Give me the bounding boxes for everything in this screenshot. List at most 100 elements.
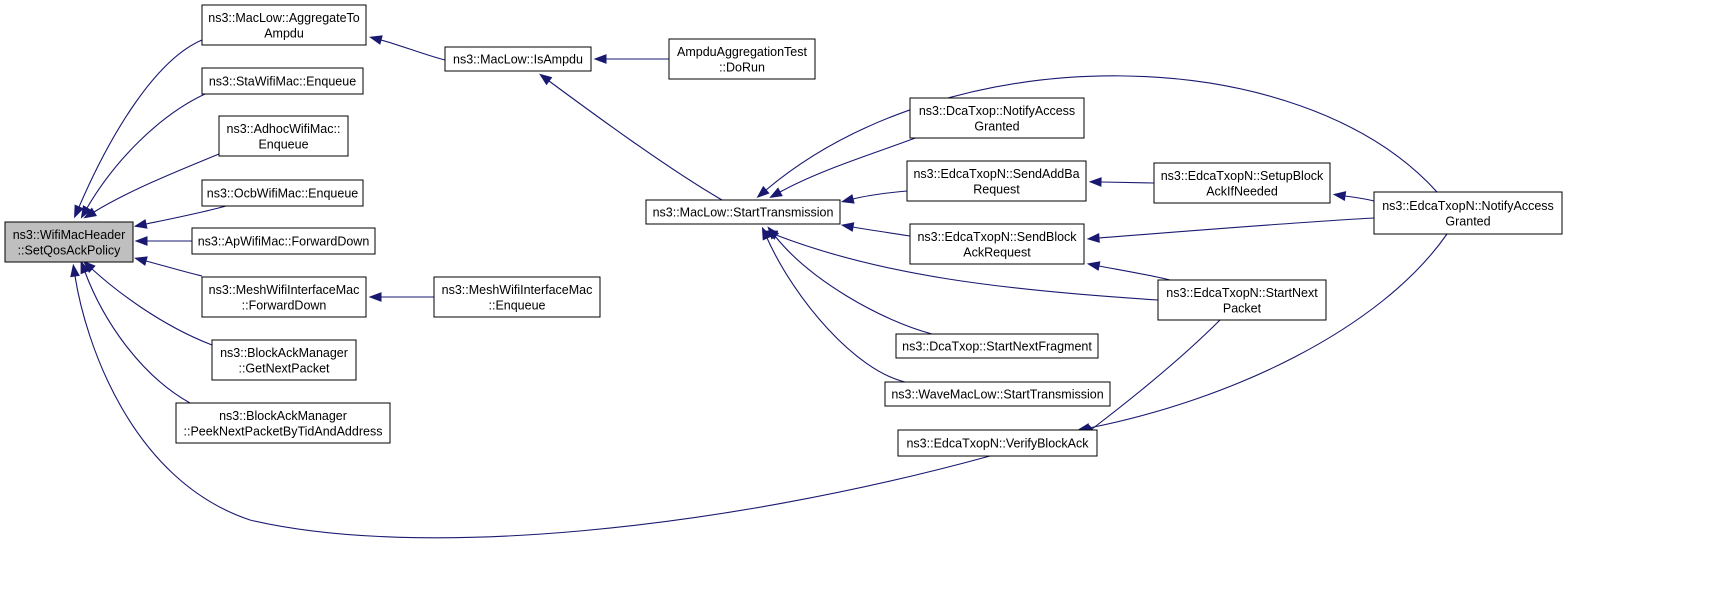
arrowhead-icon <box>368 292 382 302</box>
node-label-line: ns3::EdcaTxopN::SendBlock <box>917 230 1077 244</box>
edge-apForwardDown-to-root <box>134 236 192 246</box>
arrowhead-icon <box>80 205 92 219</box>
edge-edcaNextPacket-to-startTx <box>764 230 1159 301</box>
arrowhead-icon <box>82 260 96 273</box>
arrowhead-icon <box>593 54 607 64</box>
node-label-line: ns3::MacLow::AggregateTo <box>208 11 360 25</box>
edge-line <box>380 39 446 61</box>
edge-line <box>766 237 906 383</box>
arrowhead-icon <box>1332 191 1347 201</box>
node-label-line: ns3::EdcaTxopN::SendAddBa <box>913 167 1079 181</box>
node-label-line: ::Enqueue <box>489 298 546 312</box>
node-adhocEnqueue[interactable]: ns3::AdhocWifiMac::Enqueue <box>218 115 349 157</box>
node-label-line: Granted <box>1445 214 1490 228</box>
node-dcaNextFrag[interactable]: ns3::DcaTxop::StartNextFragment <box>895 333 1099 359</box>
arrowhead-icon <box>133 219 148 229</box>
edge-isAmpdu-to-aggregateToAmpdu <box>369 35 446 61</box>
edge-line <box>93 153 220 213</box>
edge-sendAddBa-to-startTx <box>840 190 908 204</box>
nodes-layer: ns3::WifiMacHeader::SetQosAckPolicyns3::… <box>4 4 1563 457</box>
node-box <box>201 4 367 46</box>
node-box <box>4 221 134 263</box>
node-label-line: ns3::StaWifiMac::Enqueue <box>209 75 356 89</box>
edge-line <box>775 234 1159 301</box>
node-bamGetNext[interactable]: ns3::BlockAckManager::GetNextPacket <box>211 339 357 381</box>
edge-bamPeek-to-root <box>80 260 191 404</box>
edge-line <box>774 235 933 335</box>
node-label-line: ns3::MacLow::IsAmpdu <box>453 53 583 67</box>
node-label-line: ns3::DcaTxop::NotifyAccess <box>919 104 1075 118</box>
edge-line <box>548 80 723 201</box>
node-box <box>218 115 349 157</box>
node-meshForwardDown[interactable]: ns3::MeshWifiInterfaceMac::ForwardDown <box>201 276 367 318</box>
node-label-line: ns3::BlockAckManager <box>220 346 348 360</box>
node-isAmpdu[interactable]: ns3::MacLow::IsAmpdu <box>444 46 592 72</box>
edge-edcaNotify-to-sendBlockAck <box>1086 217 1375 243</box>
edge-edcaNextPacket-to-verifyBlockAck <box>1082 319 1221 437</box>
edge-line <box>1344 195 1375 202</box>
node-label-line: Enqueue <box>258 137 308 151</box>
node-staEnqueue[interactable]: ns3::StaWifiMac::Enqueue <box>201 67 364 95</box>
arrowhead-icon <box>764 230 779 240</box>
node-label-line: ns3::AdhocWifiMac:: <box>227 122 341 136</box>
node-box <box>211 339 357 381</box>
edge-line <box>78 39 203 208</box>
edge-line <box>91 268 213 346</box>
edge-line <box>1098 217 1375 239</box>
node-ocbEnqueue[interactable]: ns3::OcbWifiMac::Enqueue <box>201 179 364 207</box>
edge-dcaNotify-to-startTx <box>769 136 919 198</box>
node-box <box>201 67 364 95</box>
edge-line <box>1098 265 1171 281</box>
node-box <box>909 223 1085 265</box>
edge-adhocEnqueue-to-root <box>83 153 220 219</box>
node-verifyBlockAck[interactable]: ns3::EdcaTxopN::VerifyBlockAck <box>897 429 1098 457</box>
edge-setupBlockAck-to-sendAddBa <box>1088 177 1155 187</box>
arrowhead-icon <box>539 73 553 86</box>
edge-line <box>1088 233 1448 429</box>
node-box <box>1153 162 1331 204</box>
arrowhead-icon <box>134 236 148 246</box>
node-label-line: Ampdu <box>264 26 304 40</box>
node-label-line: ns3::EdcaTxopN::NotifyAccess <box>1382 199 1554 213</box>
edge-dcaNextFrag-to-startTx <box>767 226 933 335</box>
node-label-line: ns3::EdcaTxopN::StartNext <box>1166 286 1318 300</box>
node-box <box>175 402 391 444</box>
node-label-line: ::DoRun <box>719 60 765 74</box>
edge-line <box>74 275 991 539</box>
arrowhead-icon <box>83 207 98 219</box>
node-box <box>895 333 1099 359</box>
node-label-line: AckIfNeeded <box>1206 184 1278 198</box>
node-label-line: ::GetNextPacket <box>238 361 330 375</box>
edge-staEnqueue-to-root <box>80 93 206 219</box>
node-apForwardDown[interactable]: ns3::ApWifiMac::ForwardDown <box>191 227 376 255</box>
arrowhead-icon <box>80 260 90 275</box>
node-root[interactable]: ns3::WifiMacHeader::SetQosAckPolicy <box>4 221 134 263</box>
node-ampduTest[interactable]: AmpduAggregationTest::DoRun <box>668 38 816 80</box>
edge-ampduTest-to-isAmpdu <box>593 54 669 64</box>
node-label-line: ns3::MeshWifiInterfaceMac <box>442 283 593 297</box>
node-label-line: ::SetQosAckPolicy <box>18 243 122 257</box>
edge-verifyBlockAck-to-root <box>70 263 991 539</box>
edge-edcaNotify-to-verifyBlockAck <box>1076 233 1448 433</box>
node-label-line: ns3::MeshWifiInterfaceMac <box>209 283 360 297</box>
node-startTx[interactable]: ns3::MacLow::StartTransmission <box>645 199 841 225</box>
node-box <box>1157 279 1327 321</box>
edge-line <box>1091 319 1221 430</box>
node-box <box>645 199 841 225</box>
node-label-line: Request <box>973 182 1020 196</box>
node-meshEnqueue[interactable]: ns3::MeshWifiInterfaceMac::Enqueue <box>433 276 601 318</box>
arrowhead-icon <box>134 256 148 266</box>
edges-layer <box>70 35 1448 539</box>
node-box <box>191 227 376 255</box>
node-waveStartTx[interactable]: ns3::WaveMacLow::StartTransmission <box>884 381 1111 407</box>
node-bamPeek[interactable]: ns3::BlockAckManager::PeekNextPacketByTi… <box>175 402 391 444</box>
edge-waveStartTx-to-startTx <box>761 226 906 383</box>
